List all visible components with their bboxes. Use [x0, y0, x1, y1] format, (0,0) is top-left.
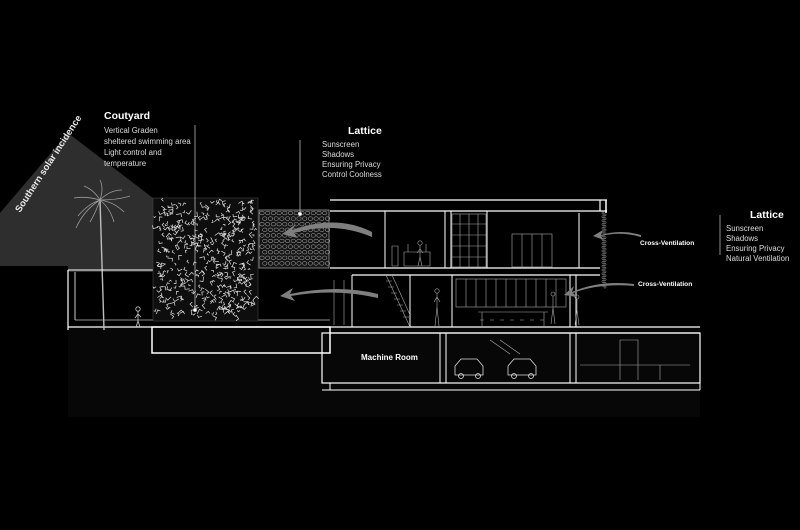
airflow-arrow	[564, 283, 634, 297]
lattice-top-line: Ensuring Privacy	[322, 160, 381, 169]
person-figure-icon	[134, 306, 142, 328]
interior-details	[333, 213, 690, 380]
callout-leaders	[193, 125, 721, 312]
ground	[68, 327, 700, 417]
lattice-column	[601, 211, 607, 289]
courtyard-line: temperature	[104, 159, 146, 168]
lattice-top-line: Control Coolness	[322, 170, 382, 179]
airflow-arrow	[282, 222, 372, 238]
lattice-right-title: Lattice	[750, 209, 784, 221]
vertical-garden-foliage	[152, 197, 259, 321]
lattice-top-title: Lattice	[348, 125, 382, 137]
car-icon	[507, 358, 537, 379]
lattice-top-line: Sunscreen	[322, 140, 359, 149]
courtyard-line: Light control and	[104, 148, 162, 157]
courtyard-title: Coutyard	[104, 110, 150, 122]
solar-incidence-wedge	[0, 133, 153, 272]
courtyard-line: sheltered swimming area	[104, 137, 191, 146]
lattice-right-line: Shadows	[726, 234, 758, 243]
palm-tree-icon	[73, 179, 131, 331]
building-section	[321, 199, 701, 391]
machine-room-label: Machine Room	[361, 353, 418, 362]
cross-ventilation-lower-label: Cross-Ventilation	[638, 281, 692, 288]
lattice-right-line: Ensuring Privacy	[726, 244, 785, 253]
airflow-arrow	[280, 288, 378, 301]
lattice-right-line: Natural Ventilation	[726, 254, 789, 263]
car-icon	[454, 358, 484, 379]
lattice-right-line: Sunscreen	[726, 224, 763, 233]
courtyard-pool	[151, 326, 331, 354]
cross-ventilation-upper-label: Cross-Ventilation	[640, 240, 694, 247]
courtyard-line: Vertical Graden	[104, 126, 158, 135]
lattice-top-line: Shadows	[322, 150, 354, 159]
airflow-arrow	[593, 230, 641, 240]
